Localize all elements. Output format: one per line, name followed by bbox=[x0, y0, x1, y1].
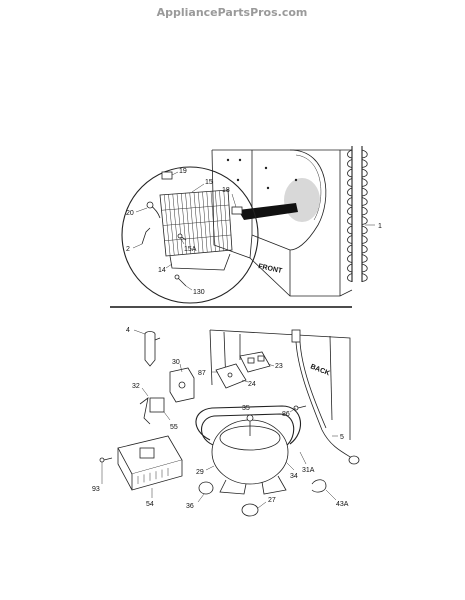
back-label: BACK bbox=[309, 363, 330, 377]
front-label: FRONT bbox=[258, 263, 284, 275]
callout-35: 35 bbox=[242, 405, 250, 412]
cabinet-outline bbox=[211, 149, 353, 297]
screw-93 bbox=[99, 457, 113, 463]
callout-36: 36 bbox=[186, 503, 194, 510]
relay-30 bbox=[169, 367, 195, 403]
detail-magnifier-circle bbox=[121, 166, 259, 304]
callout-30: 30 bbox=[172, 359, 180, 366]
terminal-block-23 bbox=[239, 351, 271, 373]
callout-86: 86 bbox=[282, 411, 290, 418]
callout-20: 20 bbox=[126, 210, 134, 217]
callout-54: 54 bbox=[146, 501, 154, 508]
grommet-27 bbox=[241, 503, 259, 517]
overload-55 bbox=[139, 397, 165, 425]
callout-55: 55 bbox=[170, 424, 178, 431]
callout-87: 87 bbox=[198, 370, 206, 377]
callout-32: 32 bbox=[132, 383, 140, 390]
callout-2: 2 bbox=[126, 246, 130, 253]
condenser-coil-1 bbox=[347, 146, 375, 282]
capacitor-4 bbox=[144, 331, 161, 367]
bottom-callouts: 4 30 87 23 24 32 35 86 55 5 93 29 34 bbox=[92, 327, 349, 510]
callout-93: 93 bbox=[92, 486, 100, 493]
watermark-text: AppliancePartsPros.com bbox=[157, 6, 308, 19]
grommet-35 bbox=[246, 414, 254, 422]
callout-14: 14 bbox=[158, 267, 166, 274]
callout-5: 5 bbox=[340, 434, 344, 441]
callout-15: 15 bbox=[205, 179, 213, 186]
clamp-43a bbox=[311, 479, 327, 493]
top-assembly: FRONT 19 15 18 20 15A 2 14 130 1 bbox=[121, 146, 382, 304]
callout-23: 23 bbox=[275, 363, 283, 370]
callout-29: 29 bbox=[196, 469, 204, 476]
callout-43a: 43A bbox=[336, 501, 349, 508]
bracket-18 bbox=[231, 206, 243, 215]
condenser-grid-15 bbox=[159, 189, 233, 257]
callout-31a: 31A bbox=[302, 467, 315, 474]
tray-14 bbox=[169, 253, 231, 271]
screw-130 bbox=[177, 277, 187, 287]
grommet-36 bbox=[198, 481, 214, 495]
callout-27: 27 bbox=[268, 497, 276, 504]
compressor bbox=[211, 414, 289, 495]
control-box-54 bbox=[117, 435, 183, 491]
callout-1: 1 bbox=[378, 223, 382, 230]
callout-34: 34 bbox=[290, 473, 298, 480]
callout-4: 4 bbox=[126, 327, 130, 334]
callout-19: 19 bbox=[179, 168, 187, 175]
bottom-assembly: BACK bbox=[92, 327, 360, 517]
callout-18: 18 bbox=[222, 187, 230, 194]
fitting-20 bbox=[146, 201, 154, 209]
wire-2 bbox=[141, 227, 151, 245]
bracket-19 bbox=[161, 171, 173, 180]
power-cord-5 bbox=[291, 329, 360, 465]
top-callouts: 19 15 18 20 15A 2 14 130 1 bbox=[126, 168, 382, 296]
tubing-loop bbox=[195, 405, 302, 447]
callout-15a: 15A bbox=[184, 246, 197, 253]
bracket-24 bbox=[215, 363, 247, 389]
callout-24: 24 bbox=[248, 381, 256, 388]
callout-130: 130 bbox=[193, 289, 205, 296]
